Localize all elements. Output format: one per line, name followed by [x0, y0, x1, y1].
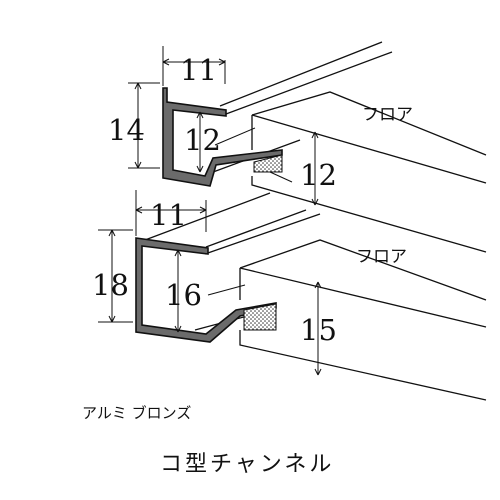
top-channel-profile — [162, 87, 283, 187]
bottom-floor-label: フロア — [356, 247, 407, 267]
bottom-inner-dimension: 16 — [165, 278, 202, 312]
diagram-caption: コ型チャンネル — [160, 452, 334, 477]
bottom-floor-slab — [239, 239, 487, 401]
bottom-gasket — [243, 303, 277, 331]
bottom-channel-assembly: 11 18 16 15 フロア — [92, 190, 487, 401]
bottom-floor-dimension: 15 — [300, 313, 337, 347]
bottom-flange-edge-top — [144, 192, 271, 241]
top-floor-slab — [251, 91, 487, 253]
bottom-height-dimension: 18 — [92, 268, 129, 302]
bottom-width-dimension: 11 — [150, 198, 187, 232]
top-floor-label: フロア — [362, 105, 413, 125]
top-floor-dimension: 12 — [300, 158, 337, 192]
top-inner-dimension: 12 — [184, 123, 221, 157]
top-flange-edge-back — [219, 41, 383, 107]
top-height-dimension: 14 — [108, 113, 145, 147]
top-width-dimension: 11 — [180, 53, 217, 87]
top-flange-edge-front — [225, 51, 393, 115]
bottom-flange-edge-front — [204, 213, 321, 255]
top-gasket — [253, 154, 283, 173]
bottom-channel-profile — [135, 237, 277, 343]
top-channel-assembly: 11 14 12 12 フロア — [108, 41, 487, 253]
finish-note: アルミ ブロンズ — [82, 404, 191, 422]
bottom-flange-edge-back — [205, 209, 307, 248]
